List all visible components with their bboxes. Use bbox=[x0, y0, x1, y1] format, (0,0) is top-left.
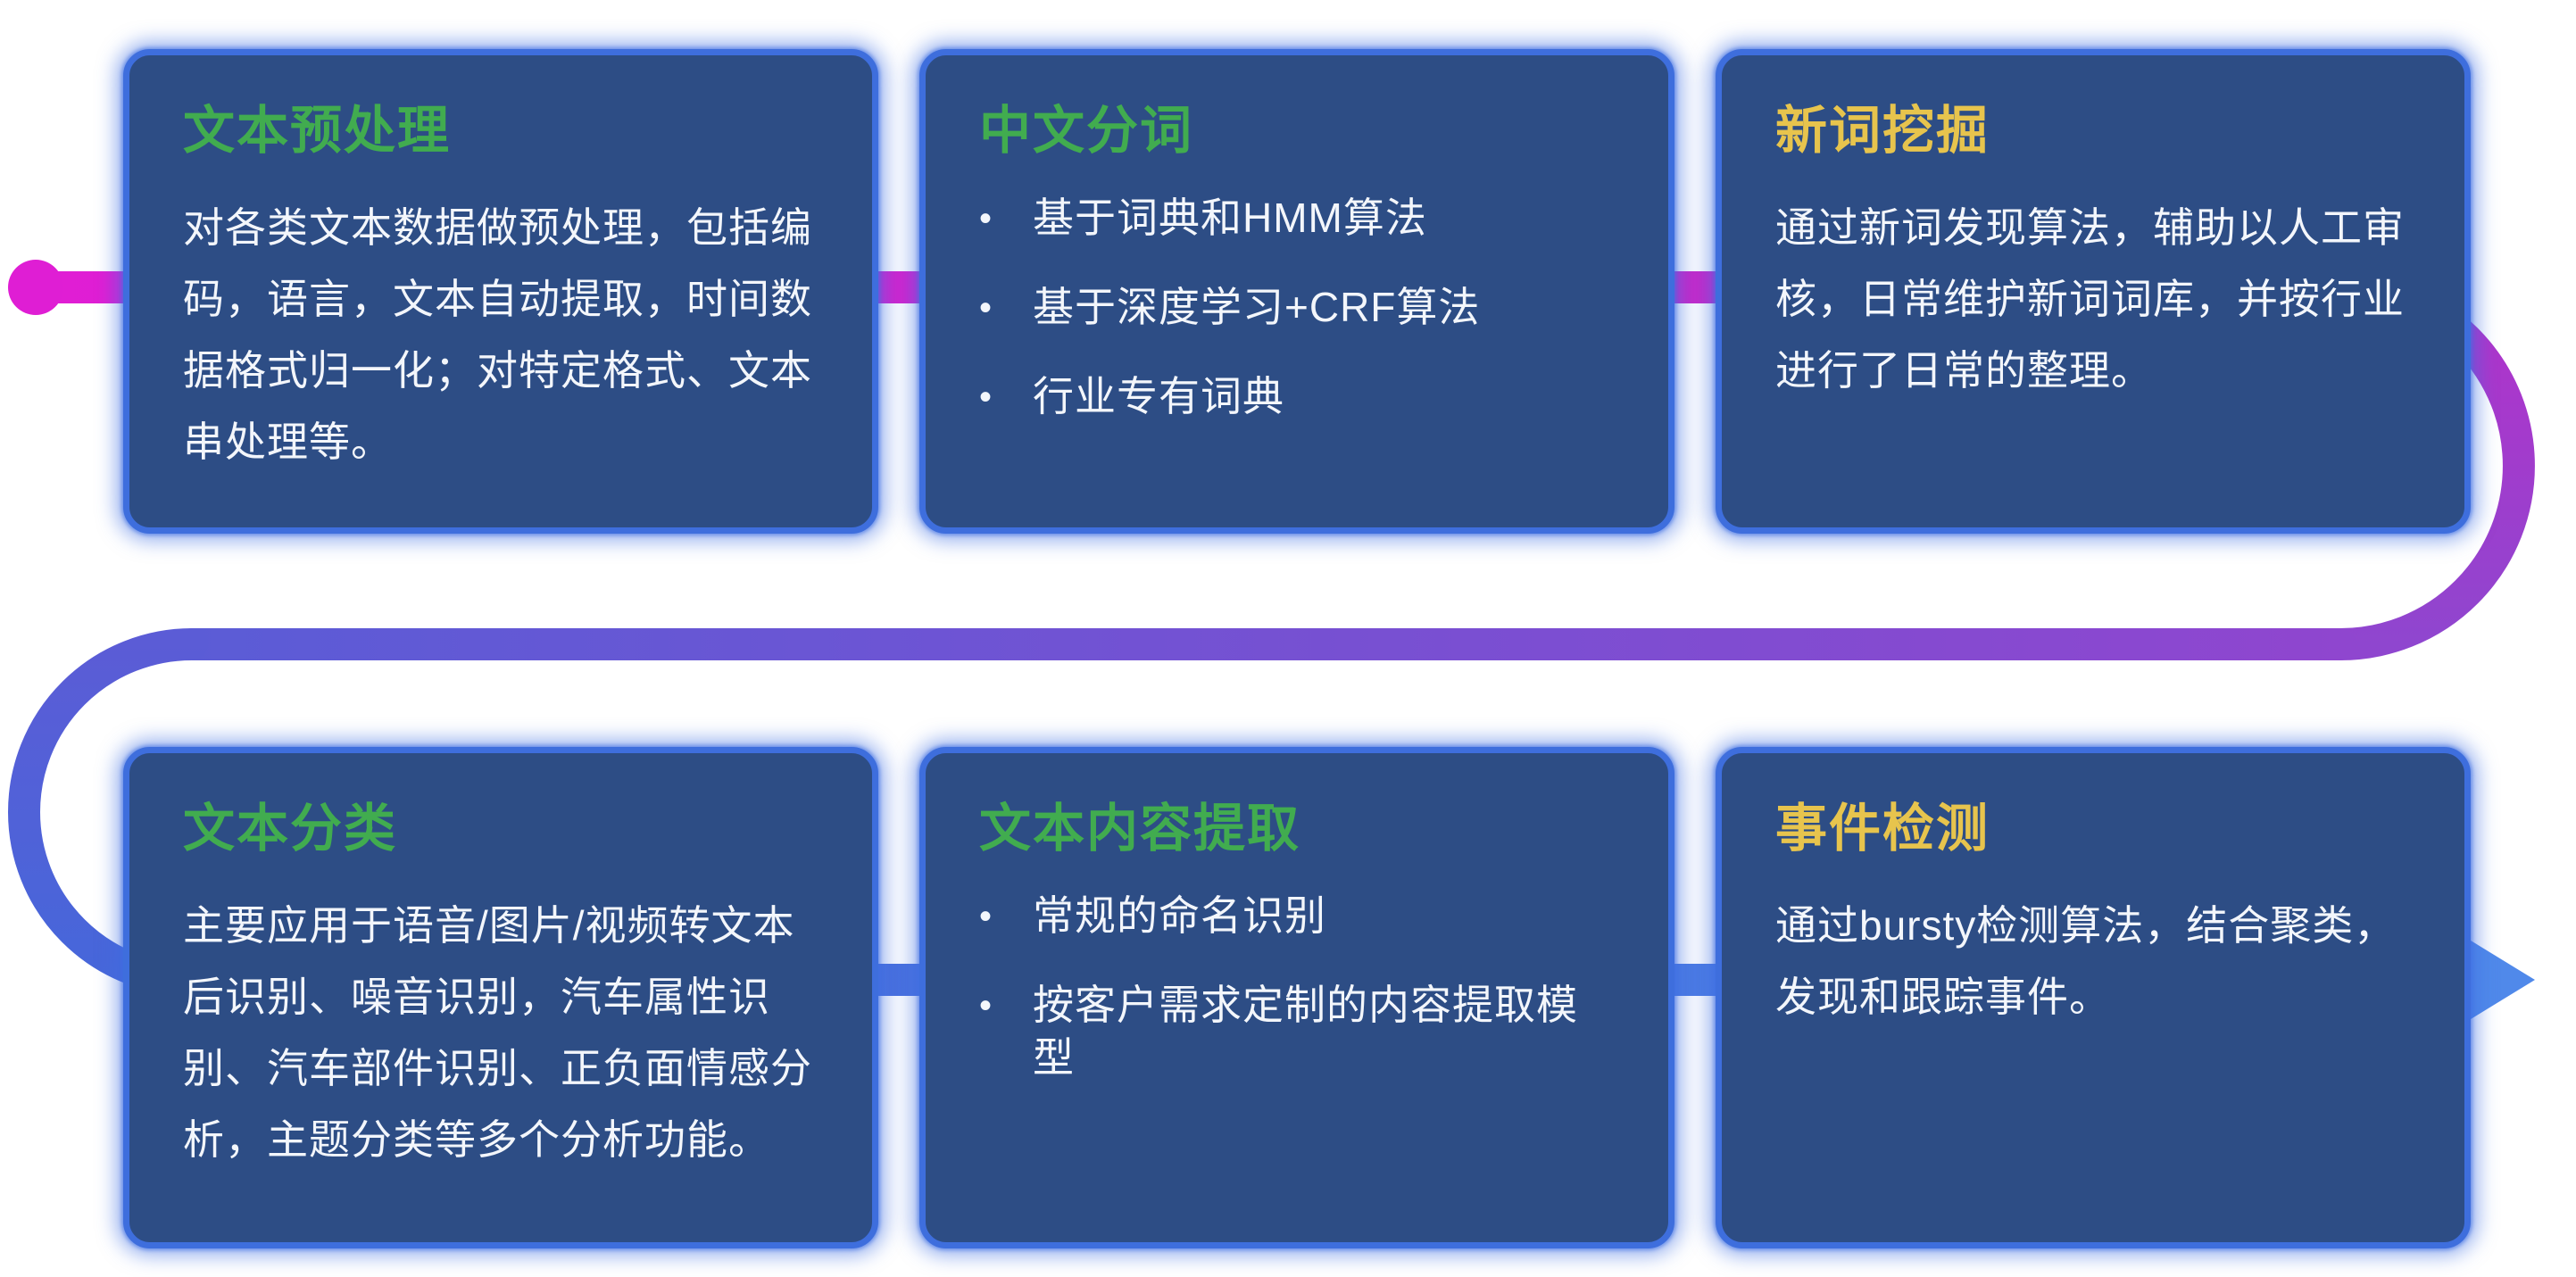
bullet-item: 基于深度学习+CRF算法 bbox=[979, 281, 1616, 335]
flow-left-uturn bbox=[8, 628, 208, 996]
card-new-word-mining: 新词挖掘 通过新词发现算法，辅助以人工审核，日常维护新词词库，并按行业进行了日常… bbox=[1716, 49, 2471, 534]
card-title: 事件检测 bbox=[1775, 800, 1990, 858]
card-body-text: 通过新词发现算法，辅助以人工审核，日常维护新词词库，并按行业进行了日常的整理。 bbox=[1775, 203, 2405, 394]
bullet-list: 基于词典和HMM算法 基于深度学习+CRF算法 行业专有词典 bbox=[979, 192, 1616, 424]
bullet-text: 基于词典和HMM算法 bbox=[1033, 194, 1427, 241]
card-text-preprocessing: 文本预处理 对各类文本数据做预处理，包括编码，语言，文本自动提取，时间数据格式归… bbox=[123, 49, 878, 534]
card-body-text: 主要应用于语音/图片/视频转文本后识别、噪音识别，汽车属性识别、汽车部件识别、正… bbox=[183, 901, 812, 1163]
card-title: 文本预处理 bbox=[183, 102, 452, 160]
flow-start-dot-icon bbox=[8, 260, 63, 315]
card-body-text: 对各类文本数据做预处理，包括编码，语言，文本自动提取，时间数据格式归一化；对特定… bbox=[183, 203, 812, 465]
card-title: 中文分词 bbox=[979, 102, 1194, 160]
bullet-text: 常规的命名识别 bbox=[1033, 891, 1326, 939]
card-title: 文本内容提取 bbox=[979, 800, 1301, 858]
card-title: 新词挖掘 bbox=[1775, 102, 1990, 160]
card-text-content-extraction: 文本内容提取 常规的命名识别 按客户需求定制的内容提取模型 bbox=[919, 747, 1674, 1248]
bullet-item: 行业专有词典 bbox=[979, 370, 1616, 424]
bullet-item: 常规的命名识别 bbox=[979, 890, 1616, 943]
bullet-text: 行业专有词典 bbox=[1033, 372, 1284, 419]
card-title: 文本分类 bbox=[183, 800, 398, 858]
bullet-item: 按客户需求定制的内容提取模型 bbox=[979, 979, 1616, 1086]
bullet-text: 按客户需求定制的内容提取模型 bbox=[1033, 981, 1578, 1082]
bullet-list: 常规的命名识别 按客户需求定制的内容提取模型 bbox=[979, 890, 1616, 1086]
bullet-item: 基于词典和HMM算法 bbox=[979, 192, 1616, 245]
card-text-classification: 文本分类 主要应用于语音/图片/视频转文本后识别、噪音识别，汽车属性识别、汽车部… bbox=[123, 747, 878, 1248]
card-body-text: 通过bursty检测算法，结合聚类，发现和跟踪事件。 bbox=[1775, 901, 2397, 1020]
bullet-text: 基于深度学习+CRF算法 bbox=[1033, 283, 1481, 330]
card-event-detection: 事件检测 通过bursty检测算法，结合聚类，发现和跟踪事件。 bbox=[1716, 747, 2471, 1248]
card-chinese-word-segmentation: 中文分词 基于词典和HMM算法 基于深度学习+CRF算法 行业专有词典 bbox=[919, 49, 1674, 534]
